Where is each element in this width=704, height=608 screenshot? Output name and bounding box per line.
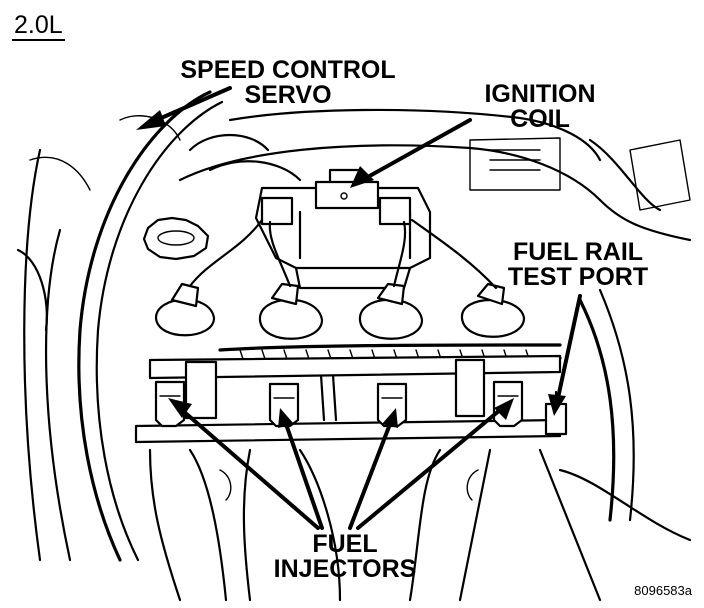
fuel-injectors-label: FUEL INJECTORS — [260, 532, 430, 582]
fuel-injectors-arrows — [168, 398, 514, 530]
engine-size-label: 2.0L — [12, 12, 65, 42]
fuel-rail-test-port-line2: TEST PORT — [507, 263, 649, 291]
fuel-rail — [134, 354, 562, 444]
left-hoses — [16, 90, 302, 562]
ignition-coil-line1: IGNITION — [484, 80, 596, 108]
oil-filler-cap — [142, 216, 210, 261]
fuel-rail-test-port-arrow — [548, 294, 582, 416]
ignition-coil-arrow — [350, 118, 472, 188]
ignition-coil-block — [254, 168, 432, 290]
figure-id: 8096583a — [634, 583, 692, 598]
fuel-rail-test-port-label: FUEL RAIL TEST PORT — [498, 240, 658, 290]
ignition-coil-line2: COIL — [510, 105, 570, 133]
spark-plug-towers — [154, 218, 526, 340]
fuel-injectors-line1: FUEL — [312, 530, 378, 558]
speed-control-servo-line1: SPEED CONTROL — [180, 56, 396, 84]
speed-control-servo-arrow — [136, 86, 232, 130]
intake-manifold — [148, 448, 602, 602]
fuel-rail-test-port-line1: FUEL RAIL — [512, 238, 644, 266]
fuel-injectors-line2: INJECTORS — [273, 555, 417, 583]
right-hoses — [558, 138, 692, 542]
ignition-coil-label: IGNITION COIL — [470, 82, 610, 132]
speed-control-servo-label: SPEED CONTROL SERVO — [170, 58, 406, 108]
speed-control-servo-line2: SERVO — [244, 81, 332, 109]
upper-cover — [178, 108, 602, 202]
